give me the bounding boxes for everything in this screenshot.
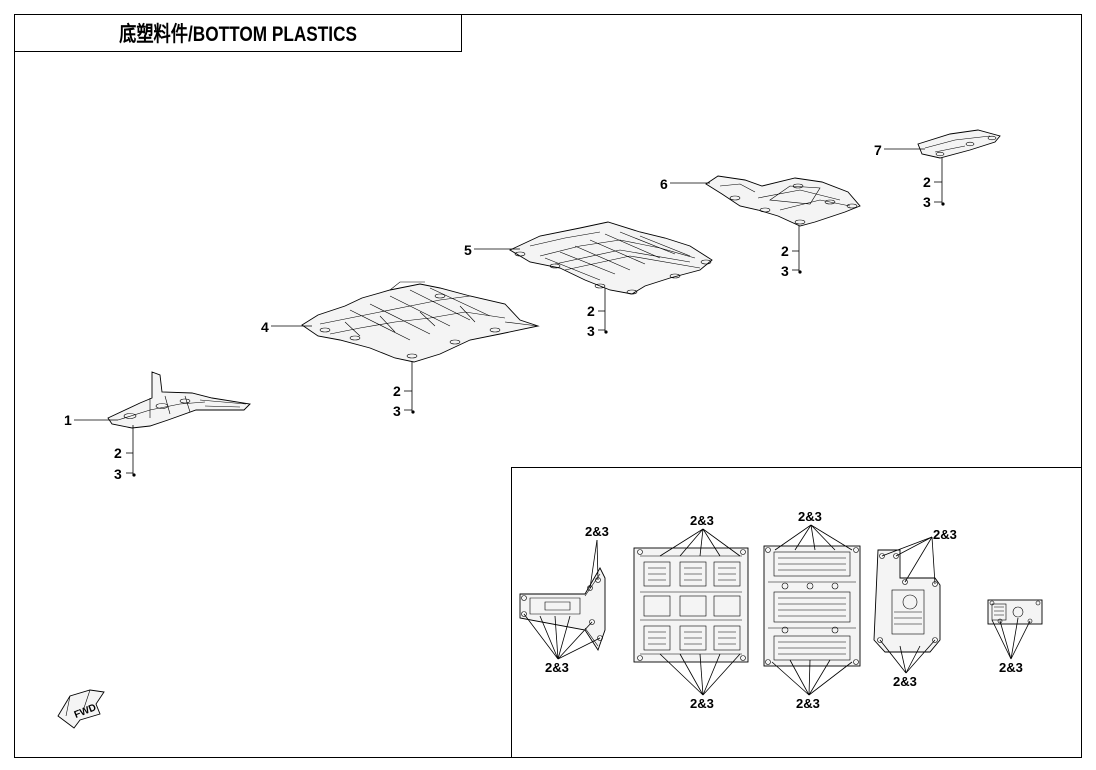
- inset-part-c: [763, 545, 861, 667]
- forward-direction-arrow: FWD: [57, 689, 105, 729]
- callout-6-label: 6: [660, 176, 668, 192]
- callout-2and3-label: 2&3: [893, 674, 917, 689]
- inset-part-a: [519, 567, 606, 652]
- part-7-callout: 7 2 3: [874, 142, 945, 210]
- callout-2and3-label: 2&3: [796, 696, 820, 711]
- callout-3-label: 3: [393, 403, 401, 419]
- callout-2and3-label: 2&3: [545, 660, 569, 675]
- callout-2and3-label: 2&3: [798, 509, 822, 524]
- bottom-view-inset: [511, 467, 1082, 758]
- part-1-skid-plate: [107, 371, 251, 429]
- part-6-skid-plate: [705, 175, 861, 227]
- callout-2-label: 2: [923, 174, 931, 190]
- callout-2and3-label: 2&3: [933, 527, 957, 542]
- page-title: 底塑料件/BOTTOM PLASTICS: [119, 23, 357, 46]
- callout-3-label: 3: [587, 323, 595, 339]
- callout-2and3-label: 2&3: [690, 696, 714, 711]
- callout-2-label: 2: [587, 303, 595, 319]
- inset-part-e: [987, 599, 1043, 625]
- part-4-skid-plate: [301, 281, 540, 363]
- callout-2and3-label: 2&3: [690, 513, 714, 528]
- inset-part-b: [633, 547, 749, 663]
- callout-2and3-label: 2&3: [585, 524, 609, 539]
- part-6-callout: 6 2 3: [660, 176, 802, 279]
- callout-3-label: 3: [781, 263, 789, 279]
- title-box: 底塑料件/BOTTOM PLASTICS: [14, 14, 462, 52]
- part-1-callout: 1 2 3: [64, 412, 136, 482]
- callout-1-label: 1: [64, 412, 72, 428]
- inset-part-c-callouts: 2&3 2&3: [771, 509, 853, 711]
- part-5-callout: 5 2 3: [464, 242, 608, 339]
- callout-2-label: 2: [114, 445, 122, 461]
- part-4-callout: 4 2 3: [261, 319, 415, 419]
- callout-7-label: 7: [874, 142, 882, 158]
- callout-5-label: 5: [464, 242, 472, 258]
- inset-part-e-callouts: 2&3: [991, 617, 1031, 675]
- inset-part-a-callouts: 2&3 2&3: [523, 524, 609, 675]
- callout-2and3-label: 2&3: [999, 660, 1023, 675]
- part-5-skid-plate: [509, 221, 713, 295]
- callout-3-label: 3: [923, 194, 931, 210]
- part-7-skid-plate: [917, 129, 1001, 159]
- callout-2-label: 2: [781, 243, 789, 259]
- inset-part-d: [873, 549, 941, 653]
- callout-4-label: 4: [261, 319, 269, 335]
- inset-part-d-callouts: 2&3 2&3: [879, 527, 957, 689]
- callout-2-label: 2: [393, 383, 401, 399]
- inset-part-b-callouts: 2&3 2&3: [659, 513, 741, 711]
- callout-3-label: 3: [114, 466, 122, 482]
